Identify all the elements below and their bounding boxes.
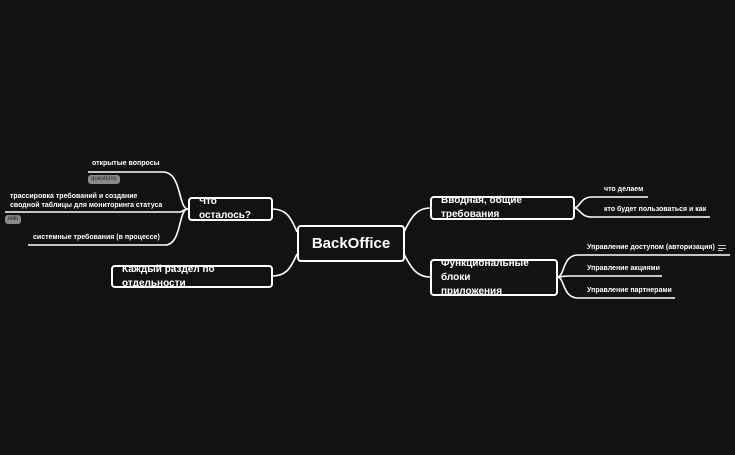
node-remaining[interactable]: Что осталось? [188,196,273,221]
leaf-who-uses[interactable]: кто будет пользоваться и как [604,206,707,213]
connector [88,171,189,210]
connector [556,276,675,299]
label-line: трассировка требований и создание [10,193,138,200]
label-line: сводной таблицы для мониторинга статуса [10,202,163,209]
leaf-system-requirements[interactable]: системные требования (в процессе) [33,234,160,241]
central-label: BackOffice [311,234,391,252]
node-label: Вводная, общие требования [441,195,522,220]
node-label: Каждый раздел по отдельности [122,263,215,289]
tag-wiki[interactable]: wiki [5,215,21,224]
connector [403,207,431,233]
notes-icon[interactable] [718,245,726,253]
node-each-section[interactable]: Каждый раздел по отдельности [111,263,273,289]
leaf-tracing[interactable]: трассировка требований и создание сводной… [10,192,162,210]
tag-questions[interactable]: questions [88,175,120,184]
node-label: Что осталось? [199,196,252,221]
label-line: приложения [441,285,503,297]
label-line: Функциональные блоки [441,257,529,283]
connector [271,208,298,233]
leaf-promotions-management[interactable]: Управление акциями [587,265,660,272]
central-node[interactable]: BackOffice [297,225,405,262]
connector [271,253,298,277]
leaf-partners-management[interactable]: Управление партнерами [587,287,672,294]
node-intro[interactable]: Вводная, общие требования [430,195,575,220]
node-functional-blocks[interactable]: Функциональные блоки приложения [430,257,558,299]
connector [573,207,710,218]
leaf-open-questions[interactable]: открытые вопросы [92,160,160,167]
leaf-access-management[interactable]: Управление доступом (авторизация) [587,244,715,251]
connector [556,275,662,278]
connector [403,253,431,278]
connector [28,208,189,246]
node-label: Функциональные блоки приложения [441,257,547,299]
leaf-what-we-do[interactable]: что делаем [604,186,644,193]
